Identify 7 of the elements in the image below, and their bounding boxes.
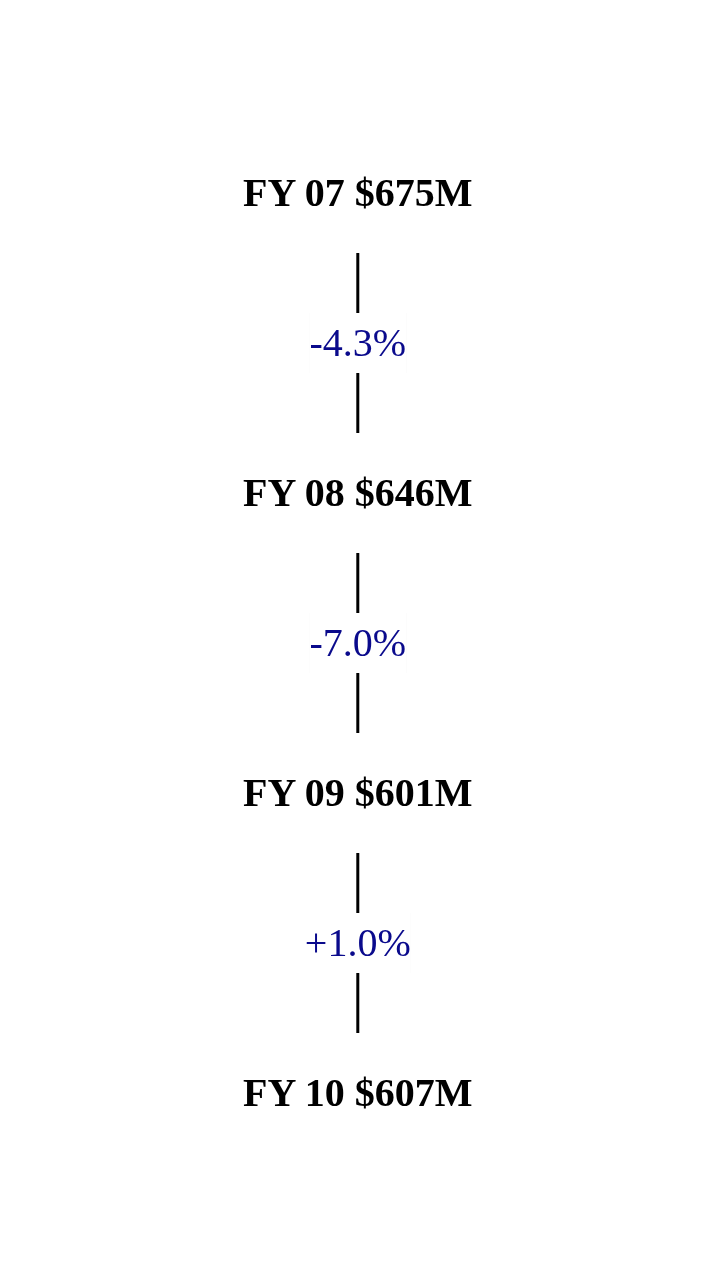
edge-label: -4.3%	[309, 319, 407, 365]
node-text: FY 08 $646M	[243, 469, 473, 515]
edge-label: -7.0%	[309, 619, 407, 665]
node-text: FY 09 $601M	[243, 769, 473, 815]
edge-label: +1.0%	[305, 919, 411, 965]
node-text: FY 10 $607M	[243, 1069, 473, 1115]
node-text: FY 07 $675M	[243, 169, 473, 215]
